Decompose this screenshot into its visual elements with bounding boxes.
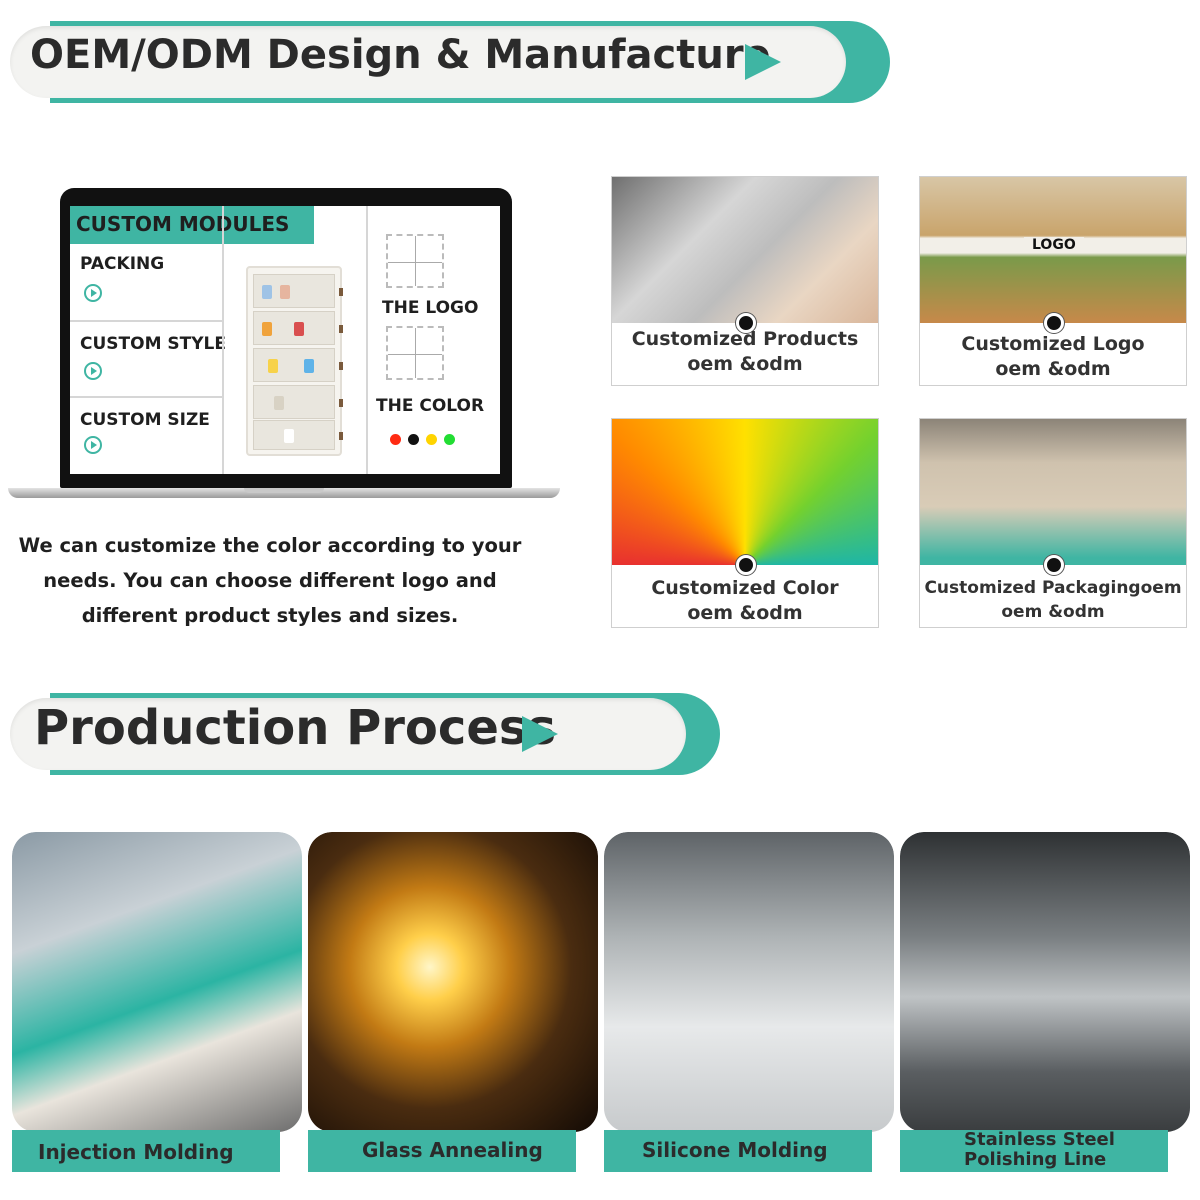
- oem-odm-banner: OEM/ODM Design & Manufacture: [10, 18, 890, 106]
- card-subtitle: oem &odm: [995, 358, 1111, 380]
- laptop-base: [8, 488, 560, 498]
- color-swatch-red[interactable]: [390, 434, 401, 445]
- process-label-text: Glass Annealing: [362, 1138, 543, 1162]
- card-title: Customized Products: [631, 328, 859, 350]
- process-label: Glass Annealing: [308, 1130, 576, 1172]
- logo-text: LOGO: [1024, 237, 1084, 253]
- card-title: Customized Logo: [961, 333, 1145, 355]
- packaging-boxes-image: [920, 419, 1186, 565]
- color-swatch-black[interactable]: [408, 434, 419, 445]
- color-fan-image: [612, 419, 878, 565]
- play-circle-icon[interactable]: [84, 284, 102, 302]
- process-glass-annealing[interactable]: Glass Annealing: [308, 832, 598, 1172]
- the-logo-label: THE LOGO: [382, 298, 479, 318]
- pin-dot-icon: [736, 555, 756, 575]
- custom-modules-header: CUSTOM MODULES: [70, 206, 314, 244]
- section-title-production: Production Process: [34, 700, 557, 756]
- glass-annealing-photo: [308, 832, 598, 1132]
- process-label-line1: Stainless Steel: [964, 1129, 1115, 1150]
- process-label-text: Silicone Molding: [642, 1138, 828, 1162]
- column-divider: [366, 206, 368, 474]
- section-title-design: OEM/ODM Design & Manufacture: [30, 32, 771, 78]
- card-subtitle: oem &odm: [1001, 602, 1105, 622]
- process-label-line2: Polishing Line: [964, 1149, 1107, 1170]
- card-customized-logo[interactable]: LOGO Customized Logo oem &odm: [919, 176, 1187, 386]
- pin-dot-icon: [1044, 313, 1064, 333]
- process-stainless-steel-polishing[interactable]: Stainless Steel Polishing Line: [900, 832, 1190, 1172]
- laptop-screen: CUSTOM MODULES PACKING CUSTOM STYLE CUST…: [70, 206, 500, 474]
- module-divider: [70, 396, 222, 398]
- production-process-banner: Production Process: [10, 690, 722, 778]
- color-swatch-yellow[interactable]: [426, 434, 437, 445]
- process-label: Injection Molding: [12, 1130, 280, 1172]
- logo-placeholder-icon: [386, 234, 444, 288]
- laptop-mockup: CUSTOM MODULES PACKING CUSTOM STYLE CUST…: [8, 188, 560, 508]
- card-title: Customized Color: [651, 577, 839, 599]
- labelled-storage-image: LOGO: [920, 177, 1186, 323]
- designer-at-laptop-image: [612, 177, 878, 323]
- play-arrow-icon: [522, 716, 558, 752]
- polishing-line-photo: [900, 832, 1190, 1132]
- card-subtitle: oem &odm: [687, 353, 803, 375]
- pin-dot-icon: [1044, 555, 1064, 575]
- process-label: Silicone Molding: [604, 1130, 872, 1172]
- module-custom-style[interactable]: CUSTOM STYLE: [80, 334, 227, 354]
- card-title: Customized Packagingoem: [924, 578, 1182, 598]
- play-circle-icon[interactable]: [84, 362, 102, 380]
- process-label-text: Injection Molding: [38, 1140, 234, 1164]
- color-placeholder-icon: [386, 326, 444, 380]
- column-divider: [222, 206, 224, 474]
- cabinet-product-image: [246, 266, 343, 456]
- process-injection-molding[interactable]: Injection Molding: [12, 832, 302, 1172]
- color-swatch-green[interactable]: [444, 434, 455, 445]
- module-divider: [70, 320, 222, 322]
- customization-description: We can customize the color according to …: [18, 534, 522, 627]
- card-subtitle: oem &odm: [687, 602, 803, 624]
- module-packing[interactable]: PACKING: [80, 254, 165, 274]
- pin-dot-icon: [736, 313, 756, 333]
- injection-molding-photo: [12, 832, 302, 1132]
- card-customized-packaging[interactable]: Customized Packagingoem oem &odm: [919, 418, 1187, 628]
- play-circle-icon[interactable]: [84, 436, 102, 454]
- card-customized-color[interactable]: Customized Color oem &odm: [611, 418, 879, 628]
- play-arrow-icon: [745, 44, 781, 80]
- process-label: Stainless Steel Polishing Line: [900, 1130, 1168, 1172]
- module-custom-size[interactable]: CUSTOM SIZE: [80, 410, 210, 430]
- process-silicone-molding[interactable]: Silicone Molding: [604, 832, 894, 1172]
- silicone-molding-photo: [604, 832, 894, 1132]
- laptop-notch: [244, 488, 324, 493]
- card-customized-products[interactable]: Customized Products oem &odm: [611, 176, 879, 386]
- the-color-label: THE COLOR: [376, 396, 485, 416]
- banner-pill: [10, 698, 686, 770]
- banner-pill: [10, 26, 846, 98]
